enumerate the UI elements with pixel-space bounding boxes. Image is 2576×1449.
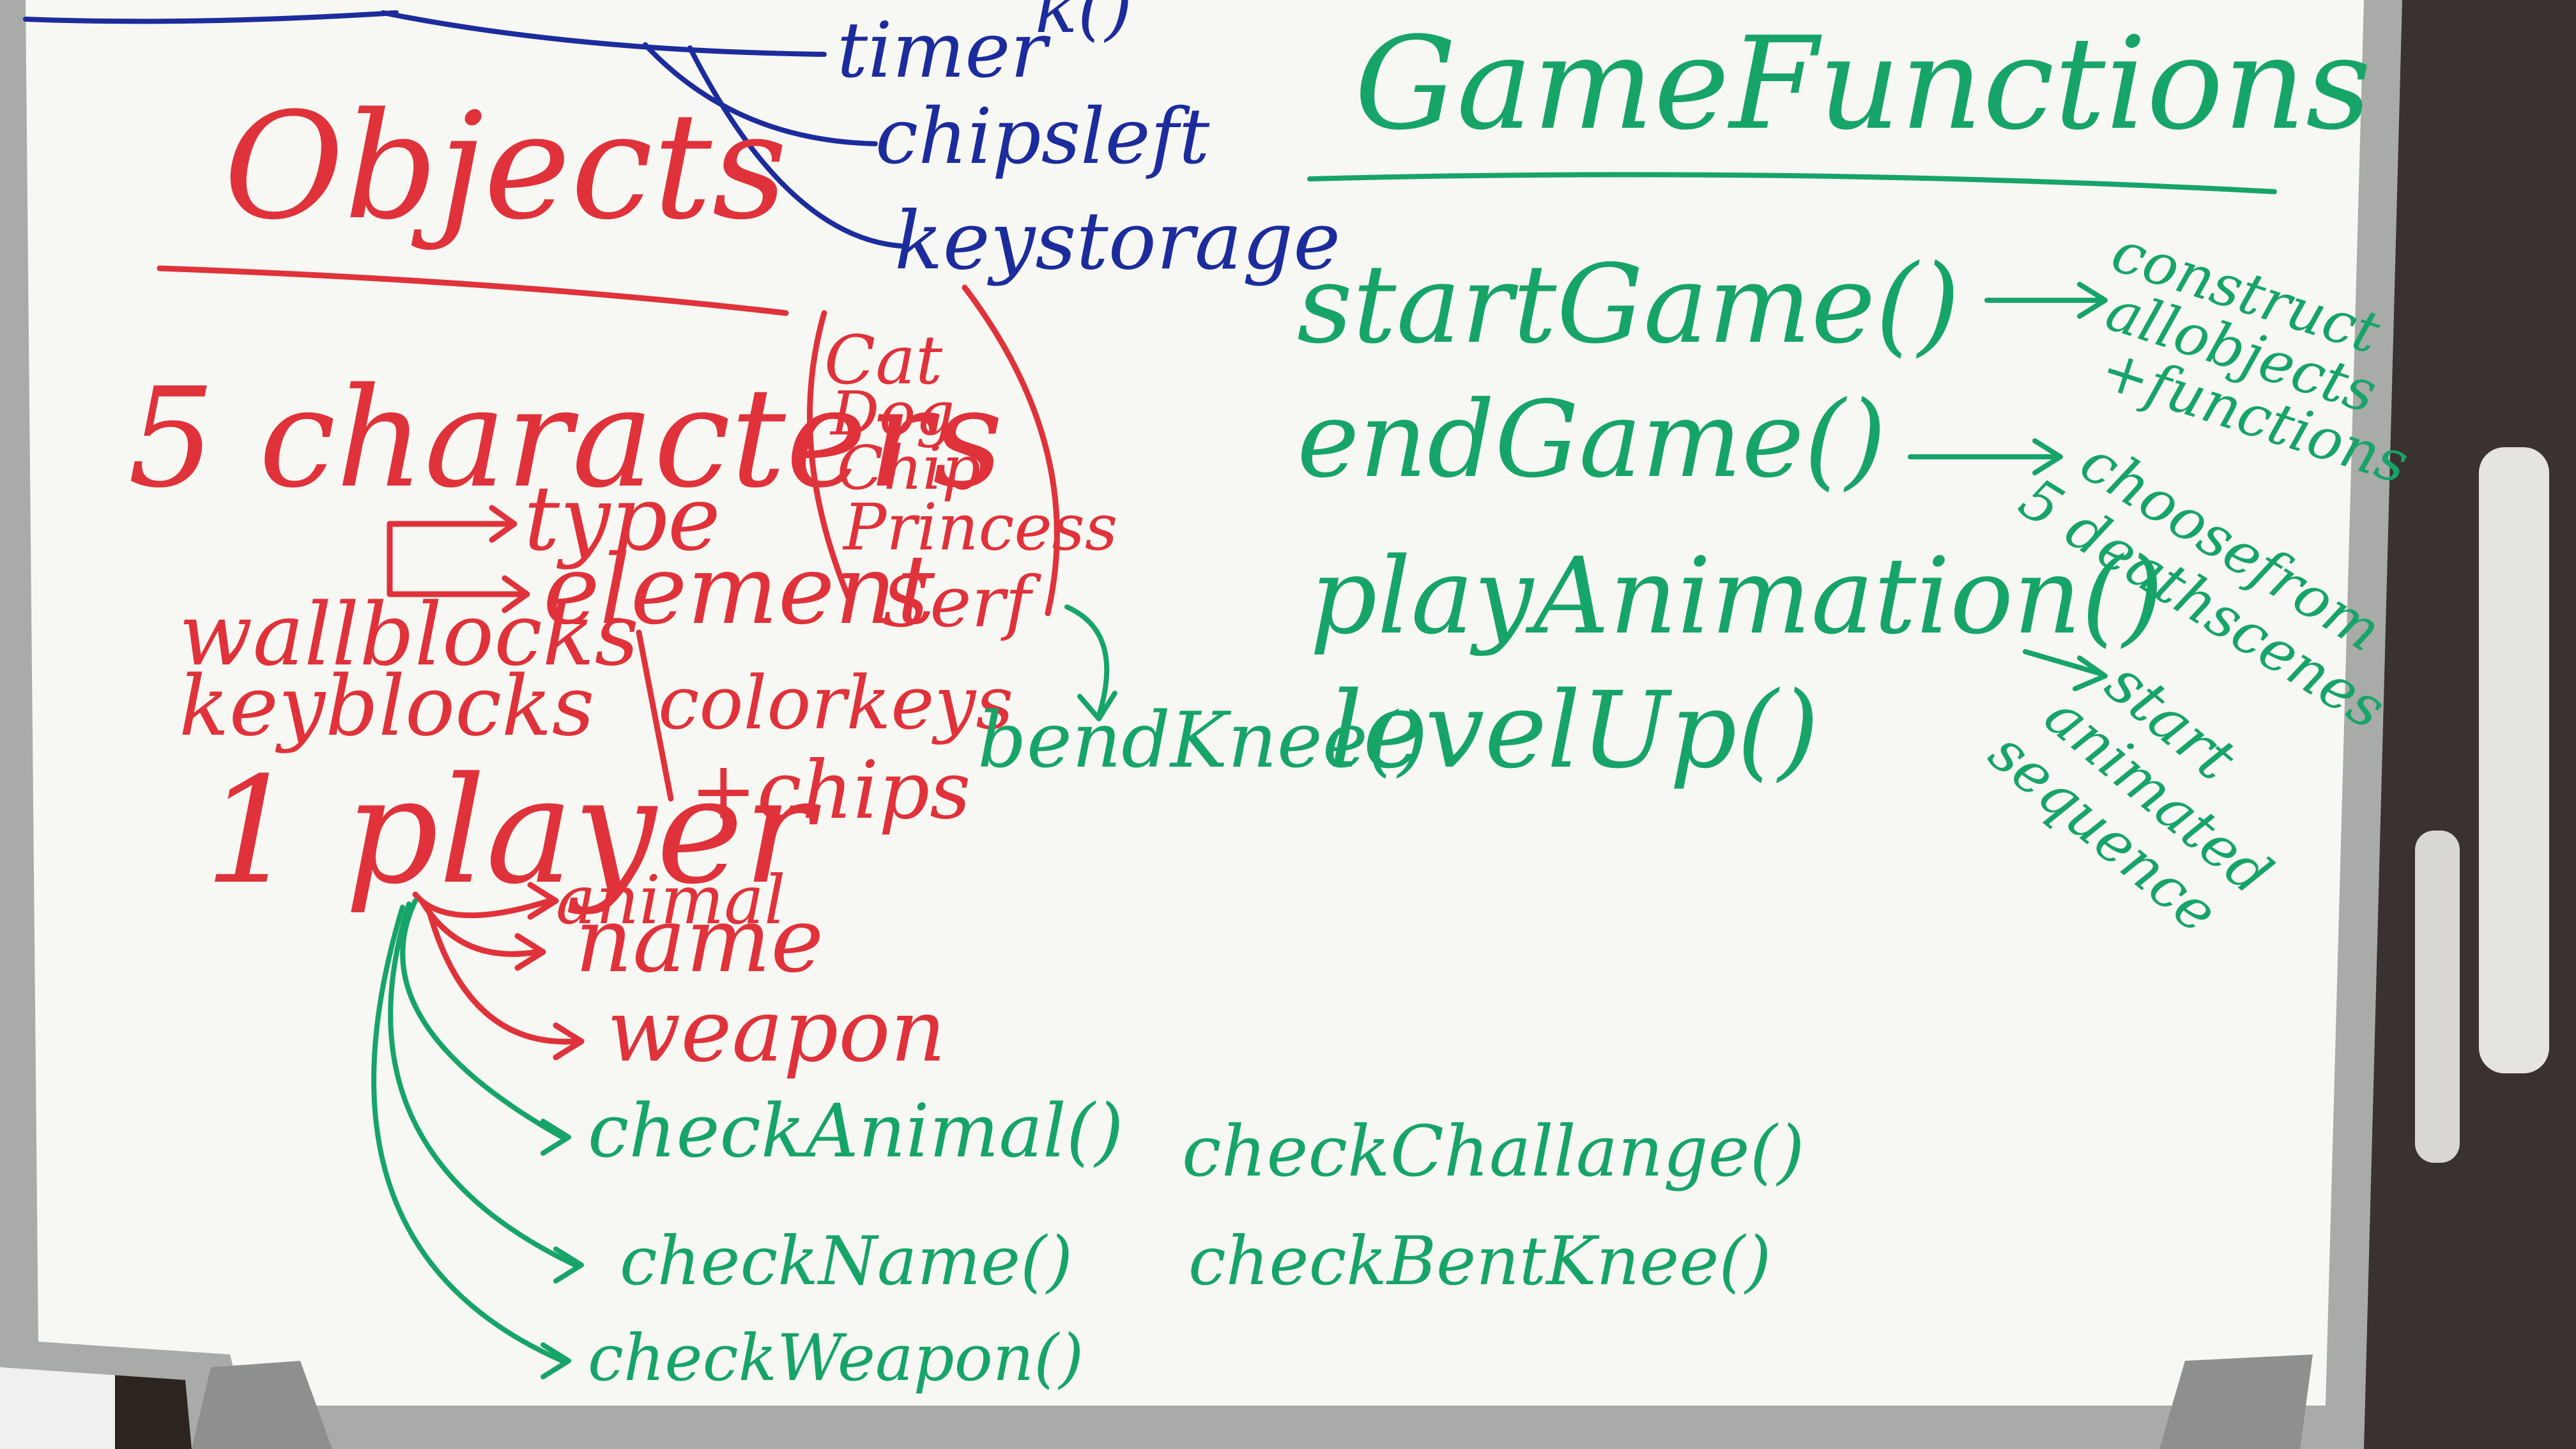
- types-bracket-right: [962, 284, 1060, 617]
- player-label: 1 player: [204, 746, 821, 917]
- function-play-animation: playAnimation(): [1310, 535, 2163, 657]
- check-weapon-method: checkWeapon(): [588, 1321, 1084, 1395]
- connector-keystorage: [687, 45, 903, 249]
- arrow-check-weapon: [371, 905, 571, 1379]
- check-challange-method: checkChallange(): [1182, 1110, 1805, 1192]
- wallblocks-label: wallblocks: [179, 585, 639, 685]
- blocks-divider: [636, 629, 674, 802]
- list-item-timer: timer: [837, 6, 1051, 95]
- game-functions-heading: GameFunctions: [1354, 10, 2372, 158]
- characters-label: 5 characters: [128, 358, 1003, 518]
- frame-corner-left: [192, 1361, 332, 1449]
- keyblocks-label: keyblocks: [179, 657, 595, 755]
- objects-section: Objects 5 characters Cat Dog Chip Prince…: [128, 82, 1117, 1081]
- serf-connector: [1064, 604, 1117, 721]
- function-end-game: endGame(): [1297, 378, 1887, 501]
- player-attribute-name: name: [575, 889, 824, 993]
- game-functions-underline: [1307, 172, 2277, 194]
- character-type-princess: Princess: [842, 490, 1117, 565]
- arrow-weapon: [425, 904, 585, 1061]
- game-functions-section: GameFunctions startGame() endGame() play…: [1297, 10, 2416, 946]
- character-type-dog: Dog: [829, 379, 954, 449]
- objects-underline: [157, 265, 789, 316]
- frame-corner-right: [2159, 1354, 2313, 1449]
- check-name-method: checkName(): [620, 1222, 1073, 1300]
- player-attribute-weapon: weapon: [607, 981, 946, 1081]
- attribute-type: type: [524, 467, 721, 571]
- check-bentknee-method: checkBentKnee(): [1188, 1222, 1771, 1300]
- attribute-element: element: [543, 535, 935, 646]
- colorkeys-label: colorkeys: [658, 661, 1013, 746]
- list-item-chipsleft: chipsleft: [875, 93, 1210, 181]
- character-type-serf: Serf: [882, 561, 1041, 643]
- board-surface: [26, 0, 2364, 1406]
- arrow-end-note: [1908, 438, 2063, 475]
- arrow-check-animal: [400, 898, 571, 1156]
- chips-label: +chips: [690, 744, 970, 837]
- arrow-element-head: [502, 575, 530, 613]
- list-partial-top: k(): [1035, 0, 1133, 49]
- bendknee-method: bendKnee(): [977, 696, 1428, 785]
- connector-timer: [381, 10, 827, 57]
- arrow-element-stem: [387, 521, 527, 597]
- character-type-cat: Cat: [824, 321, 943, 399]
- types-bracket-left: [807, 310, 853, 604]
- objects-heading: Objects: [224, 82, 788, 252]
- object-methods: bendKnee() checkAnimal() checkName() che…: [371, 604, 1805, 1395]
- arrow-start-note: [1984, 282, 2108, 319]
- player-attribute-animal: animal: [556, 861, 786, 939]
- blue-list: k() timer chipsleft keystorage: [23, 0, 1340, 288]
- arrow-check-name: [388, 901, 584, 1284]
- marker-tube-2: [2415, 831, 2460, 1163]
- function-level-up: levelUp(): [1329, 669, 1819, 792]
- marker-tube: [2479, 447, 2549, 1073]
- check-animal-method: checkAnimal(): [588, 1089, 1124, 1174]
- list-item-keystorage: keystorage: [894, 195, 1340, 288]
- arrow-play-note: [2023, 649, 2108, 691]
- arrow-type: [387, 505, 518, 543]
- connector-chipsleft: [643, 42, 878, 146]
- function-start-game: startGame(): [1297, 241, 1960, 368]
- character-type-chip: Chip: [837, 433, 981, 503]
- blue-top-stroke: [23, 10, 399, 24]
